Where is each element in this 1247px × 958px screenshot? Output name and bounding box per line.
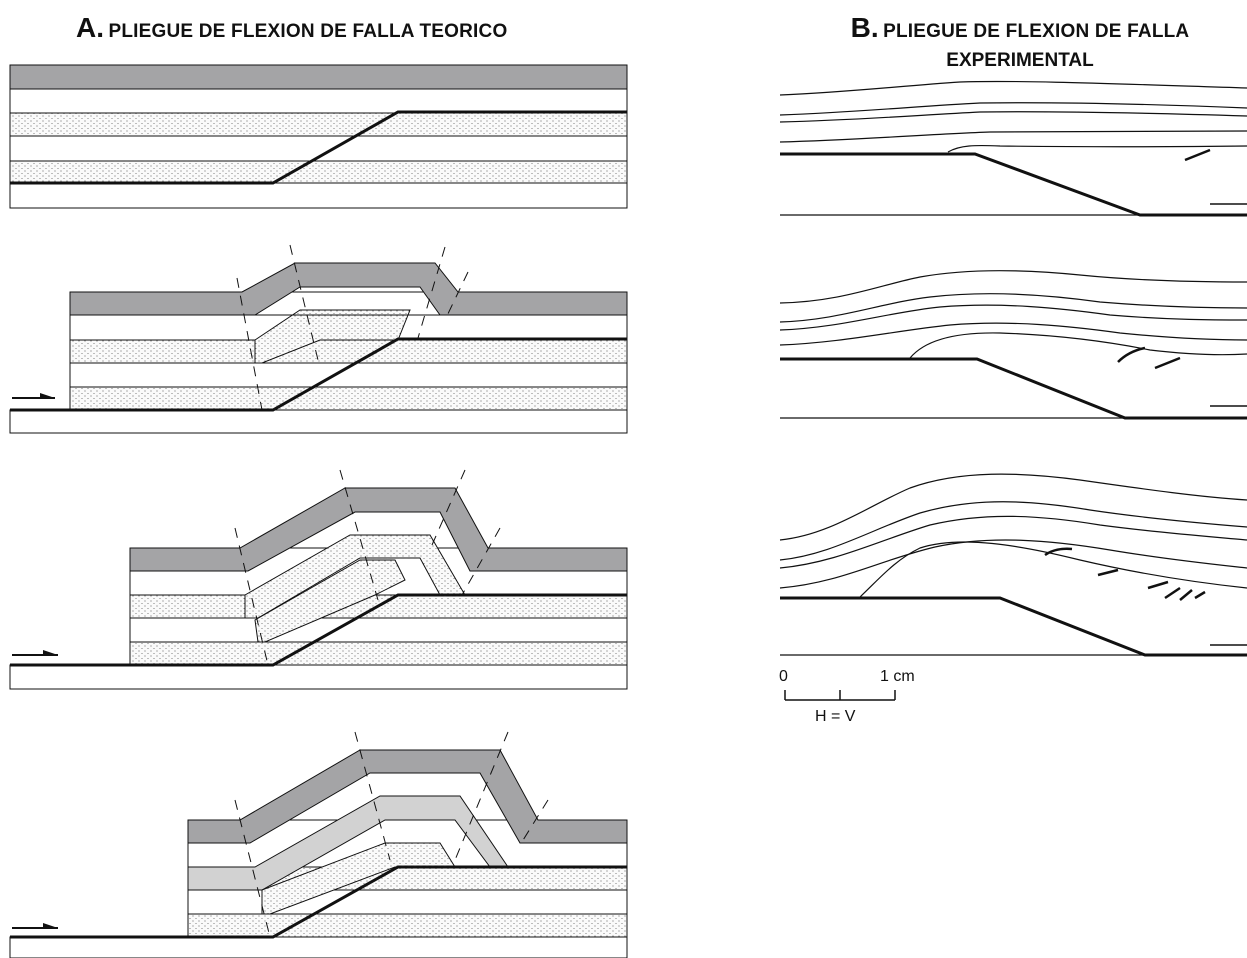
panel-b-title-line1: PLIEGUE DE FLEXION DE FALLA xyxy=(883,21,1190,42)
thrust-fault xyxy=(10,110,627,185)
panel-b-title-line2: EXPERIMENTAL xyxy=(946,50,1094,71)
scale-bar xyxy=(784,690,896,701)
slip-arrow-icon xyxy=(12,650,58,656)
scale-start-label: 0 xyxy=(779,668,788,685)
panel-b-stage-2 xyxy=(779,270,1247,420)
panel-b-stage-1 xyxy=(779,80,1247,217)
scale-ratio-label: H = V xyxy=(815,708,856,725)
stipple-layer xyxy=(9,160,628,184)
panel-a-stage-4 xyxy=(9,731,628,958)
panel-a-stage-3 xyxy=(9,469,628,690)
panel-b-stage-3 xyxy=(779,473,1247,657)
panel-a-title-text: PLIEGUE DE FLEXION DE FALLA TEORICO xyxy=(108,21,508,42)
stipple-layer xyxy=(9,112,628,137)
panel-a-stage-1 xyxy=(9,64,628,209)
panel-b-letter: B. xyxy=(850,12,879,43)
slip-arrow-icon xyxy=(12,393,55,399)
scale-end-label: 1 cm xyxy=(880,668,915,685)
panel-a-letter: A. xyxy=(76,12,104,43)
panel-a-title: A. PLIEGUE DE FLEXION DE FALLA TEORICO xyxy=(76,12,507,44)
top-gray-layer xyxy=(9,64,628,90)
slip-arrow-icon xyxy=(12,923,58,929)
panel-a-stage-2 xyxy=(9,244,628,434)
panel-b-title: B. PLIEGUE DE FLEXION DE FALLA EXPERIMEN… xyxy=(820,12,1220,72)
